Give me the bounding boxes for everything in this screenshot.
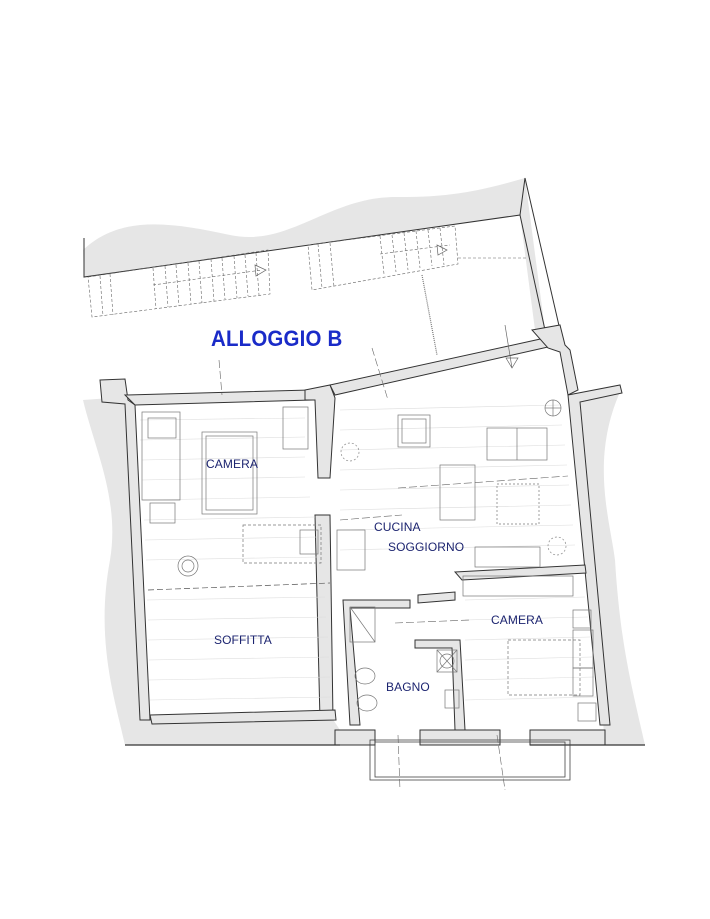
plan-title: ALLOGGIO B [211, 326, 343, 351]
room-label-bagno: BAGNO [386, 680, 430, 694]
room-label-camera-1: CAMERA [206, 457, 258, 471]
room-label-cucina: CUCINA [374, 520, 421, 534]
apartment-walls [99, 324, 623, 746]
stairs-right [307, 225, 528, 291]
plant-icon [340, 442, 567, 556]
room-label-soffitta: SOFFITTA [214, 633, 272, 647]
room-label-camera-2: CAMERA [491, 613, 543, 627]
room-label-soggiorno: SOGGIORNO [388, 540, 465, 554]
neighbor-area-left [83, 397, 140, 745]
stairs-left [87, 249, 271, 318]
floor-pattern [139, 404, 597, 701]
furniture [141, 399, 597, 722]
neighbor-area-top [83, 178, 545, 330]
balcony [369, 739, 571, 781]
